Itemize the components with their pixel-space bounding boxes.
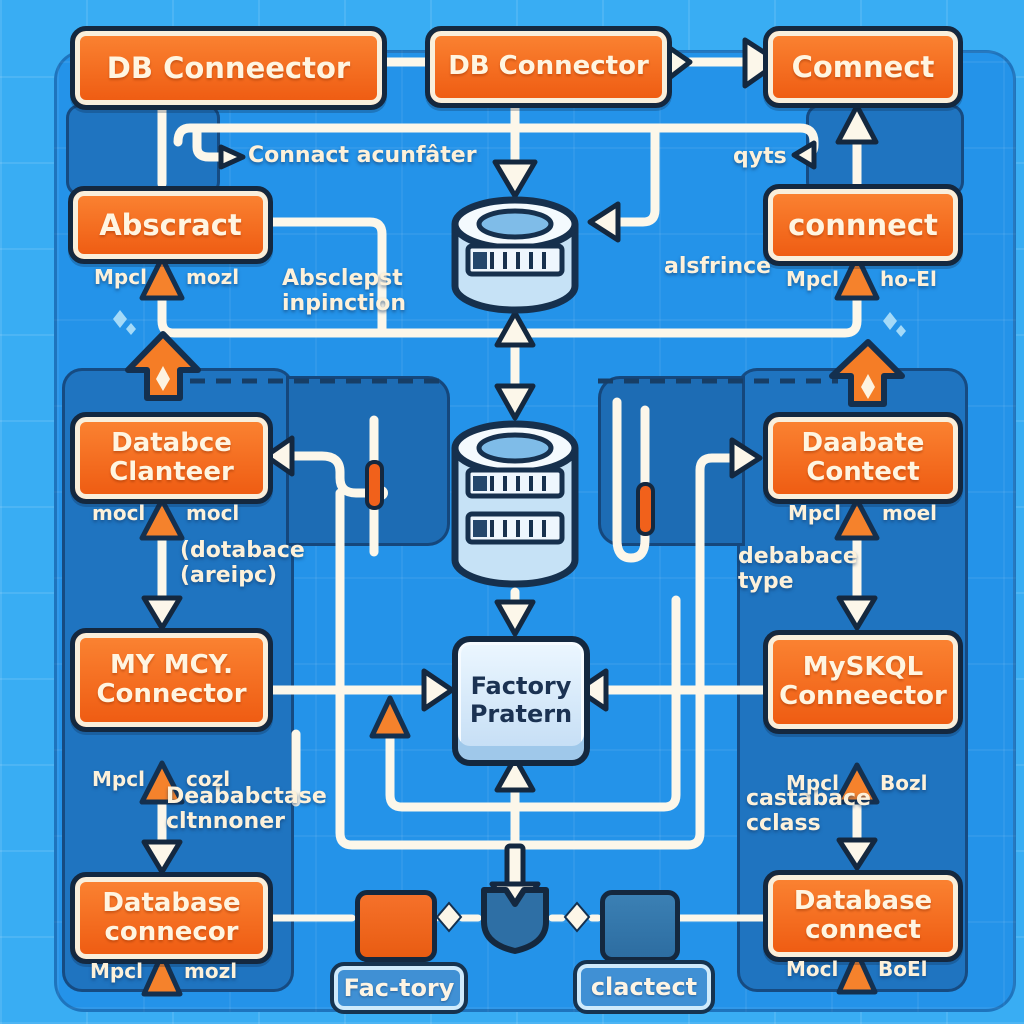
node-label: Databce Clanteer — [109, 427, 234, 487]
factory-pill: Fac-tory — [330, 962, 468, 1014]
node-my-mcy-connector: MY MCY. Connector — [70, 628, 273, 732]
node-label: DB Connector — [448, 51, 649, 82]
node-myskql-connector: MySKQL Conneector — [763, 630, 963, 734]
node-databce-clanteer: Databce Clanteer — [70, 412, 273, 504]
dark-panel-mid-left — [286, 376, 450, 546]
pair-label: Mpcl — [786, 771, 839, 795]
pair-label: Mpcl — [94, 265, 147, 289]
pair-label: Mpcl — [92, 767, 145, 791]
annotation-deababctase: Deababctase cltnnoner — [166, 784, 327, 835]
node-db-conneector: DB Conneector — [70, 26, 387, 110]
pill-label: Fac-tory — [343, 974, 455, 1002]
dark-patch-top-left — [66, 104, 220, 196]
pair-label: Mpcl — [90, 959, 143, 983]
annotation-debabace-type: debabace type — [738, 544, 858, 595]
node-label: MY MCY. Connector — [96, 649, 247, 709]
clactect-icon-square — [600, 890, 680, 962]
factory-icon-square — [355, 890, 437, 962]
annotation-connect-acurfater: Connact acunfâter — [248, 143, 477, 168]
annotation-absclepst: Absclepst inpinction — [282, 266, 407, 317]
node-label: Abscract — [99, 207, 242, 242]
node-label: Comnect — [791, 49, 935, 84]
node-db-connector: DB Connector — [425, 26, 672, 108]
node-factory-pattern: Factory Pratern — [452, 636, 590, 766]
node-comnect: Comnect — [763, 26, 963, 108]
annotation-castabace: castabace cclass — [746, 786, 871, 837]
node-label: Database connect — [793, 885, 933, 945]
pair-label: ho-El — [880, 267, 937, 291]
node-label: DB Conneector — [106, 50, 351, 85]
clactect-pill: clactect — [573, 960, 715, 1014]
pair-label: mocl — [186, 501, 240, 525]
node-database-connect: Database connect — [763, 870, 963, 962]
node-label: Daabate Contect — [801, 427, 925, 487]
pair-label: Mpcl — [786, 267, 839, 291]
pair-label: moel — [882, 501, 937, 525]
node-label: Database connecor — [102, 887, 241, 947]
pair-label: Mpcl — [788, 501, 841, 525]
pair-label: mozl — [184, 959, 238, 983]
pair-label: Bozl — [880, 771, 928, 795]
node-database-connecor: Database connecor — [70, 872, 273, 964]
pair-label: Mocl — [786, 957, 839, 981]
annotation-alsfrince: alsfrince — [664, 254, 772, 279]
node-label: Factory Pratern — [469, 672, 573, 728]
node-abscract: Abscract — [68, 186, 273, 264]
node-daabate-contect: Daabate Contect — [763, 412, 963, 504]
node-connnect: connnect — [763, 184, 963, 266]
node-label: MySKQL Conneector — [779, 651, 947, 711]
dark-patch-top-right — [806, 104, 964, 196]
pair-label: mocl — [92, 501, 146, 525]
pair-label: BoEl — [878, 957, 928, 981]
dark-panel-mid-right — [598, 376, 745, 546]
pair-label: cozl — [186, 767, 231, 791]
pill-label: clactect — [590, 973, 698, 1001]
annotation-dotabace: (dotabace (areipc) — [180, 538, 305, 589]
annotation-qyts: qyts — [733, 144, 787, 169]
pair-label: mozl — [186, 265, 240, 289]
node-label: connnect — [788, 207, 938, 242]
